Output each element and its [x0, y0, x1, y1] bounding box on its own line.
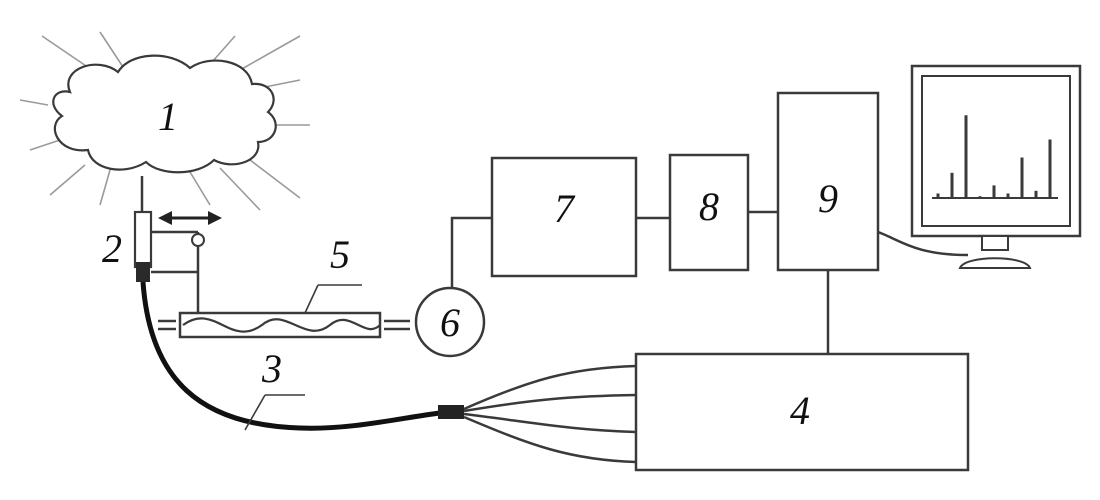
label-1: 1: [158, 94, 178, 139]
monitor-stand: [958, 235, 1032, 269]
spectrum-peaks: [936, 115, 1052, 198]
block-9-box: [776, 91, 880, 272]
block-7: 7: [490, 156, 638, 278]
label-3: 3: [261, 346, 282, 391]
block-7-box: [490, 156, 638, 278]
probe-connector: [136, 262, 150, 282]
computer-monitor: [910, 64, 1082, 269]
label-8: 8: [699, 184, 719, 229]
block-8: 8: [668, 153, 750, 272]
photodetector-circle: [414, 286, 486, 358]
label-9: 9: [818, 176, 838, 221]
label-3-leader: [244, 394, 266, 431]
block-8-box: [668, 153, 750, 272]
signal-wires: [450, 210, 969, 354]
probe: 2: [102, 176, 222, 314]
delay-line-wave: [182, 317, 381, 333]
spectrometer: 4: [634, 352, 970, 472]
label-2: 2: [102, 226, 122, 271]
label-5-leader: [304, 284, 319, 314]
label-7: 7: [554, 186, 576, 231]
fiber-cable: [140, 281, 441, 431]
photodetector: 6: [414, 286, 486, 358]
label-6: 6: [440, 300, 460, 345]
label-5: 5: [330, 232, 350, 277]
label-4: 4: [790, 388, 810, 433]
translation-pivot: [191, 233, 205, 247]
fiber-splitter: [438, 405, 464, 419]
delay-line: 5: [158, 232, 410, 339]
plasma-cloud: 1: [19, 31, 310, 211]
fiber-bundle: 3: [140, 281, 637, 464]
left-coupler: [158, 319, 176, 331]
cloud-outline: [52, 54, 277, 174]
block-9: 9: [776, 91, 880, 272]
monitor-screen: [921, 75, 1071, 227]
delay-line-housing: [178, 311, 382, 339]
right-coupler: [384, 319, 410, 331]
spectrometer-box: [634, 352, 970, 472]
translation-arrow-icon: [158, 211, 222, 225]
probe-body: [133, 210, 153, 269]
